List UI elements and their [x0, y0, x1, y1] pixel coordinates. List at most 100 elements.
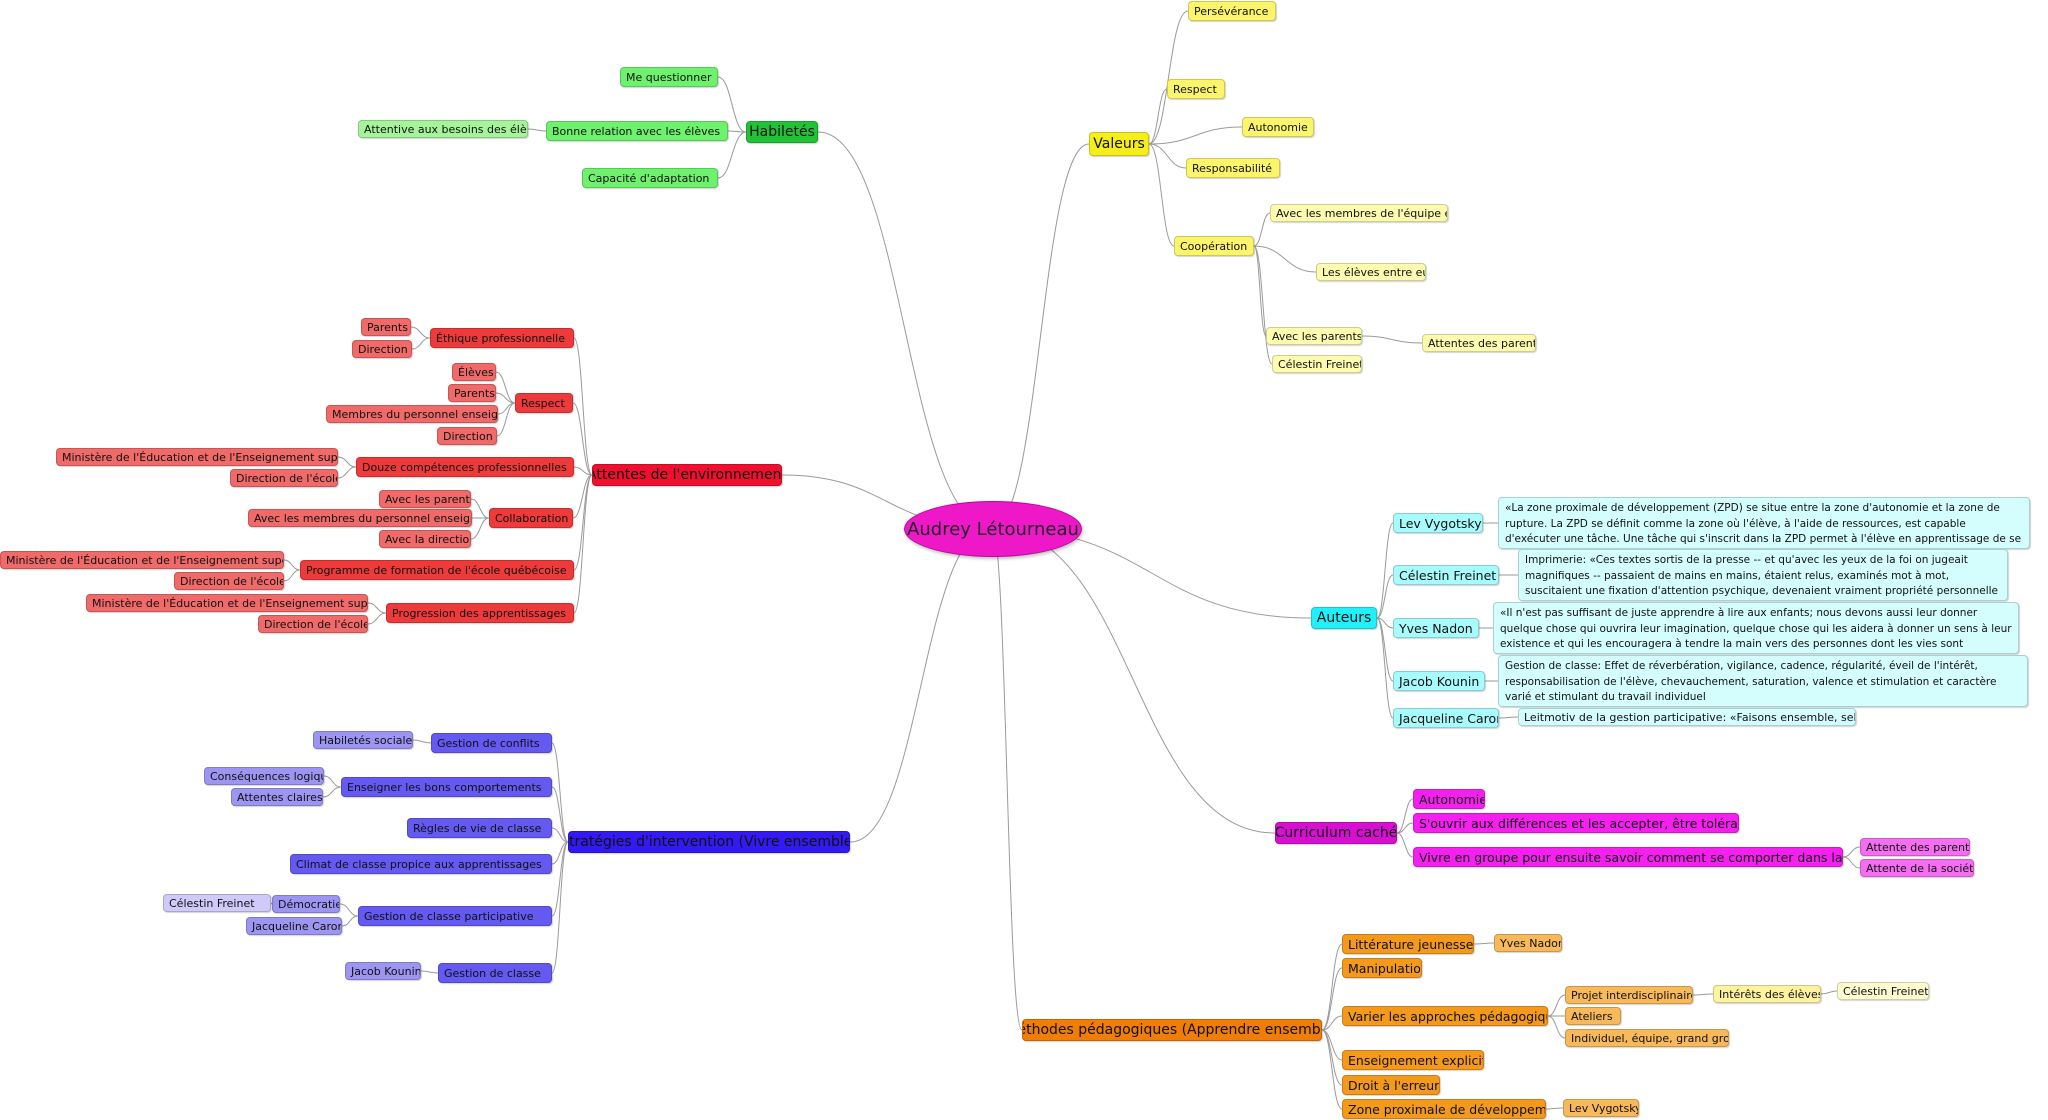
- topic-collaboration[interactable]: Collaboration: [489, 508, 573, 528]
- topic-parents[interactable]: Parents: [448, 384, 496, 402]
- topic-s-ouvrir-aux-differences-et-les-accepter[interactable]: S'ouvrir aux différences et les accepter…: [1413, 813, 1739, 833]
- topic-direction-de-l-ecole[interactable]: Direction de l'école: [174, 572, 284, 590]
- topic-jacqueline-caron[interactable]: Jacqueline Caron: [246, 917, 342, 935]
- topic-lev-vygotsky[interactable]: Lev Vygotsky: [1563, 1099, 1639, 1117]
- connector-line: [1322, 968, 1342, 1030]
- topic-attente-des-parents[interactable]: Attente des parents: [1860, 838, 1970, 856]
- topic-enseigner-les-bons-comportements[interactable]: Enseigner les bons comportements: [341, 777, 552, 797]
- topic-ministere-de-l-education-et-de-l-enseign[interactable]: Ministère de l'Éducation et de l'Enseign…: [86, 594, 368, 612]
- topic-avec-les-membres-du-personnel-enseignant[interactable]: Avec les membres du personnel enseignant: [248, 509, 472, 527]
- topic-direction-de-l-ecole[interactable]: Direction de l'école: [258, 615, 368, 633]
- topic-eleves[interactable]: Élèves: [452, 363, 496, 381]
- topic-progression-des-apprentissages[interactable]: Progression des apprentissages: [386, 603, 574, 623]
- topic-litterature-jeunesse[interactable]: Littérature jeunesse: [1342, 934, 1474, 954]
- topic-gestion-de-classe-effet-de-reverberation[interactable]: Gestion de classe: Effet de réverbératio…: [1498, 655, 2028, 707]
- topic-direction[interactable]: Direction: [437, 427, 497, 445]
- branch-topic-auteurs[interactable]: Auteurs: [1311, 607, 1377, 629]
- topic-gestion-de-classe[interactable]: Gestion de classe: [438, 963, 552, 983]
- topic-manipulation[interactable]: Manipulation: [1342, 958, 1422, 978]
- topic-yves-nadon[interactable]: Yves Nadon: [1494, 934, 1562, 952]
- topic-les-eleves-entre-eux[interactable]: Les élèves entre eux: [1316, 263, 1426, 281]
- connector-line: [1149, 89, 1167, 144]
- connector-line: [421, 971, 438, 973]
- branch-topic-curriculum-cache[interactable]: Curriculum caché: [1275, 822, 1397, 844]
- topic-ethique-professionnelle[interactable]: Éthique professionnelle: [430, 328, 574, 348]
- topic-gestion-de-classe-participative[interactable]: Gestion de classe participative: [358, 906, 552, 926]
- topic-jacqueline-caron[interactable]: Jacqueline Caron: [1393, 708, 1499, 728]
- topic-leitmotiv-de-la-gestion-participative-fa[interactable]: Leitmotiv de la gestion participative: «…: [1518, 708, 1856, 726]
- connector-line: [323, 787, 341, 797]
- topic-parents[interactable]: Parents: [361, 318, 411, 336]
- branch-topic-methodes-pedagogiques-apprendre-ensemble[interactable]: Méthodes pédagogiques (Apprendre ensembl…: [1022, 1019, 1322, 1041]
- connector-line: [1149, 11, 1188, 144]
- branch-topic-valeurs[interactable]: Valeurs: [1089, 132, 1149, 156]
- topic-capacite-d-adaptation[interactable]: Capacité d'adaptation: [582, 168, 718, 188]
- topic-gestion-de-conflits[interactable]: Gestion de conflits: [431, 733, 552, 753]
- topic-habiletes-sociales[interactable]: Habiletés sociales: [313, 731, 413, 749]
- topic-attentes-des-parents[interactable]: Attentes des parents: [1422, 334, 1536, 352]
- connector-line: [992, 528, 1275, 833]
- topic-attentes-claires[interactable]: Attentes claires: [231, 788, 323, 806]
- topic-direction[interactable]: Direction: [352, 340, 412, 358]
- topic-celestin-freinet[interactable]: Célestin Freinet: [1272, 355, 1362, 373]
- topic-yves-nadon[interactable]: Yves Nadon: [1393, 618, 1479, 638]
- topic-democratie[interactable]: Démocratie: [272, 895, 340, 913]
- topic-celestin-freinet[interactable]: Célestin Freinet: [1837, 982, 1929, 1000]
- topic-ateliers[interactable]: Ateliers: [1565, 1007, 1621, 1025]
- connector-line: [412, 338, 430, 349]
- topic-droit-a-l-erreur[interactable]: Droit à l'erreur: [1342, 1075, 1440, 1095]
- topic-bonne-relation-avec-les-eleves[interactable]: Bonne relation avec les élèves: [546, 121, 728, 141]
- topic-zone-proximale-de-developpement[interactable]: Zone proximale de développement: [1342, 1099, 1546, 1119]
- topic-individuel-equipe-grand-groupe[interactable]: Individuel, équipe, grand groupe: [1565, 1029, 1729, 1047]
- topic-direction-de-l-ecole[interactable]: Direction de l'école: [230, 469, 338, 487]
- topic-climat-de-classe-propice-aux-apprentissa[interactable]: Climat de classe propice aux apprentissa…: [290, 854, 552, 874]
- topic-celestin-freinet[interactable]: Célestin Freinet: [163, 894, 271, 912]
- central-topic[interactable]: Audrey Létourneau: [904, 501, 1082, 557]
- topic-avec-les-parents[interactable]: Avec les parents: [379, 490, 471, 508]
- topic-attentive-aux-besoins-des-eleves[interactable]: Attentive aux besoins des élèves: [358, 120, 528, 138]
- topic-la-zone-proximale-de-developpement-zpd-s[interactable]: «La zone proximale de développement (ZPD…: [1498, 497, 2030, 549]
- topic-il-n-est-pas-suffisant-de-juste-apprendr[interactable]: «Il n'est pas suffisant de juste apprend…: [1493, 602, 2019, 654]
- topic-projet-interdisciplinaire[interactable]: Projet interdisciplinaire: [1565, 986, 1693, 1004]
- topic-ministere-de-l-education-et-de-l-enseign[interactable]: Ministère de l'Éducation et de l'Enseign…: [0, 551, 284, 569]
- connector-line: [471, 499, 489, 518]
- topic-respect[interactable]: Respect: [515, 393, 573, 413]
- branch-topic-strategies-d-intervention-vivre-ensemble[interactable]: Stratégies d'intervention (Vivre ensembl…: [568, 831, 850, 853]
- topic-consequences-logiques[interactable]: Conséquences logiques: [204, 767, 324, 785]
- topic-avec-la-direction[interactable]: Avec la direction: [379, 530, 471, 548]
- topic-ministere-de-l-education-et-de-l-enseign[interactable]: Ministère de l'Éducation et de l'Enseign…: [56, 448, 338, 466]
- connector-line: [1254, 213, 1270, 246]
- topic-me-questionner[interactable]: Me questionner: [620, 67, 718, 87]
- topic-enseignement-explicite[interactable]: Enseignement explicite: [1342, 1050, 1484, 1070]
- connector-line: [1322, 944, 1342, 1030]
- branch-topic-attentes-de-l-environnement[interactable]: Attentes de l'environnement: [592, 464, 782, 486]
- topic-attente-de-la-societe[interactable]: Attente de la société: [1860, 859, 1974, 877]
- topic-cooperation[interactable]: Coopération: [1174, 236, 1254, 256]
- topic-celestin-freinet[interactable]: Célestin Freinet: [1393, 565, 1499, 585]
- topic-autonomie[interactable]: Autonomie: [1413, 789, 1485, 809]
- topic-respect[interactable]: Respect: [1167, 79, 1225, 99]
- topic-varier-les-approches-pedagogiques[interactable]: Varier les approches pédagogiques: [1342, 1006, 1548, 1026]
- topic-programme-de-formation-de-l-ecole-quebec[interactable]: Programme de formation de l'école québéc…: [300, 560, 574, 580]
- topic-jacob-kounin[interactable]: Jacob Kounin: [1393, 671, 1485, 691]
- topic-vivre-en-groupe-pour-ensuite-savoir-comm[interactable]: Vivre en groupe pour ensuite savoir comm…: [1413, 847, 1843, 867]
- topic-autonomie[interactable]: Autonomie: [1242, 117, 1314, 137]
- connector-line: [497, 403, 515, 436]
- topic-imprimerie-ces-textes-sortis-de-la-press[interactable]: Imprimerie: «Ces textes sortis de la pre…: [1518, 549, 2008, 601]
- connector-line: [413, 740, 431, 743]
- topic-douze-competences-professionnelles[interactable]: Douze compétences professionnelles: [356, 457, 574, 477]
- topic-avec-les-parents[interactable]: Avec les parents: [1266, 327, 1362, 345]
- topic-regles-de-vie-de-classe[interactable]: Règles de vie de classe: [407, 818, 552, 838]
- topic-responsabilite[interactable]: Responsabilité: [1186, 158, 1280, 178]
- topic-jacob-kounin[interactable]: Jacob Kounin: [345, 962, 421, 980]
- topic-avec-les-membres-de-l-equipe-ecole[interactable]: Avec les membres de l'équipe école: [1270, 204, 1448, 222]
- connector-line: [552, 842, 568, 973]
- topic-lev-vygotsky[interactable]: Lev Vygotsky: [1393, 513, 1483, 533]
- topic-interets-des-eleves[interactable]: Intérêts des élèves: [1713, 985, 1821, 1003]
- branch-topic-habiletes[interactable]: Habiletés: [746, 121, 818, 143]
- connector-line: [1254, 246, 1272, 364]
- topic-perseverance[interactable]: Persévérance: [1188, 1, 1276, 21]
- topic-membres-du-personnel-enseignant[interactable]: Membres du personnel enseignant: [326, 405, 498, 423]
- connector-line: [338, 457, 356, 467]
